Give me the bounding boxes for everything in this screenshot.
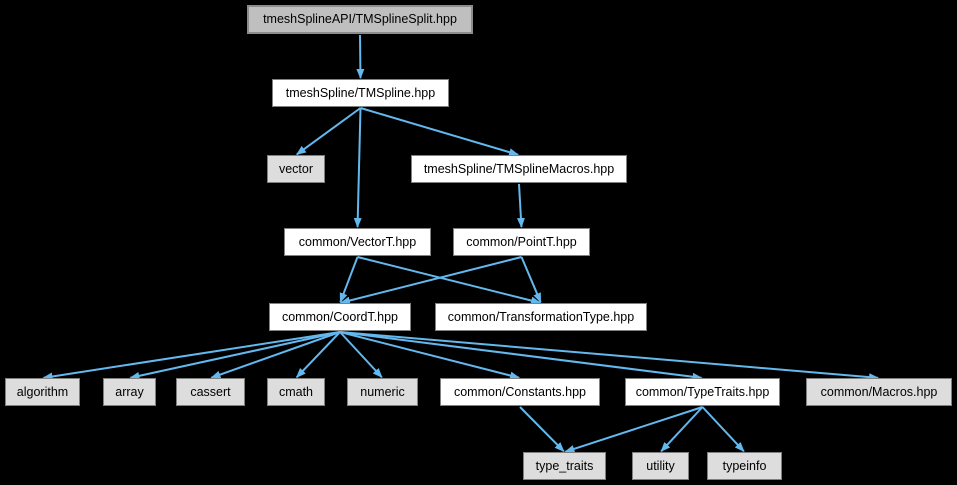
- graph-edge-tmspline-to-vector: [295, 107, 362, 156]
- graph-node-cassert[interactable]: cassert: [176, 378, 245, 406]
- graph-node-algorithm[interactable]: algorithm: [5, 378, 80, 406]
- graph-edge-vectorT-to-coordT: [339, 256, 359, 303]
- graph-edge-coordT-to-macros: [339, 331, 880, 382]
- graph-edge-coordT-to-typetraits: [339, 331, 703, 381]
- graph-node-label: type_traits: [535, 458, 594, 473]
- graph-node-label: array: [115, 384, 144, 399]
- graph-node-constants[interactable]: common/Constants.hpp: [440, 378, 600, 406]
- graph-edge-pointT-to-coordT: [339, 256, 522, 305]
- graph-edge-pointT-to-transformation: [520, 256, 542, 303]
- graph-edge-vectorT-to-transformation: [357, 256, 542, 305]
- graph-node-label: tmeshSpline/TMSplineMacros.hpp: [423, 161, 615, 176]
- graph-edge-coordT-to-cassert: [210, 331, 341, 379]
- graph-edge-coordT-to-cmath: [295, 331, 341, 378]
- graph-node-utility[interactable]: utility: [632, 452, 689, 480]
- graph-node-cmath[interactable]: cmath: [267, 378, 325, 406]
- graph-node-label: common/PointT.hpp: [466, 234, 577, 249]
- graph-node-label: tmeshSpline/TMSpline.hpp: [285, 85, 436, 100]
- graph-node-root[interactable]: tmeshSplineAPI/TMSplineSplit.hpp: [247, 5, 473, 34]
- graph-edge-typetraits-to-typeinfo: [701, 406, 745, 452]
- graph-edge-coordT-to-algorithm: [42, 331, 341, 381]
- graph-node-vectorT[interactable]: common/VectorT.hpp: [284, 228, 431, 256]
- graph-node-type_traits[interactable]: type_traits: [523, 452, 606, 480]
- graph-node-numeric[interactable]: numeric: [347, 378, 418, 406]
- graph-node-typetraits[interactable]: common/TypeTraits.hpp: [625, 378, 780, 406]
- graph-edge-constants-to-type_traits: [519, 406, 565, 452]
- graph-node-macros[interactable]: common/Macros.hpp: [806, 378, 952, 406]
- graph-edge-coordT-to-constants: [339, 331, 521, 380]
- graph-node-label: numeric: [360, 384, 405, 399]
- graph-edge-typetraits-to-type_traits: [564, 406, 703, 453]
- graph-node-label: algorithm: [16, 384, 69, 399]
- graph-edge-coordT-to-numeric: [339, 331, 383, 378]
- graph-edge-tmspline-to-tmsplinemacros: [360, 107, 520, 156]
- graph-edge-tmspline-to-vectorT: [353, 107, 362, 228]
- graph-node-label: cmath: [278, 384, 314, 399]
- graph-node-label: common/TransformationType.hpp: [447, 309, 635, 324]
- graph-node-label: common/VectorT.hpp: [298, 234, 417, 249]
- graph-node-label: common/CoordT.hpp: [281, 309, 399, 324]
- graph-node-label: common/TypeTraits.hpp: [635, 384, 770, 399]
- graph-node-label: vector: [278, 161, 314, 176]
- graph-node-tmspline[interactable]: tmeshSpline/TMSpline.hpp: [272, 79, 449, 107]
- graph-node-pointT[interactable]: common/PointT.hpp: [453, 228, 590, 256]
- graph-node-label: typeinfo: [722, 458, 767, 473]
- graph-node-vector[interactable]: vector: [267, 155, 325, 183]
- graph-node-label: common/Constants.hpp: [453, 384, 586, 399]
- graph-node-label: utility: [646, 458, 675, 473]
- graph-node-coordT[interactable]: common/CoordT.hpp: [269, 303, 411, 331]
- graph-node-label: cassert: [190, 384, 231, 399]
- graph-node-label: tmeshSplineAPI/TMSplineSplit.hpp: [263, 12, 457, 27]
- graph-node-tmsplinemacros[interactable]: tmeshSpline/TMSplineMacros.hpp: [411, 155, 627, 183]
- graph-edge-typetraits-to-utility: [660, 406, 704, 452]
- graph-node-typeinfo[interactable]: typeinfo: [707, 452, 782, 480]
- graph-edge-tmsplinemacros-to-pointT: [516, 183, 525, 228]
- graph-node-label: common/Macros.hpp: [820, 384, 938, 399]
- graph-node-transformation[interactable]: common/TransformationType.hpp: [435, 303, 647, 331]
- graph-edge-coordT-to-array: [129, 331, 341, 380]
- graph-node-array[interactable]: array: [103, 378, 156, 406]
